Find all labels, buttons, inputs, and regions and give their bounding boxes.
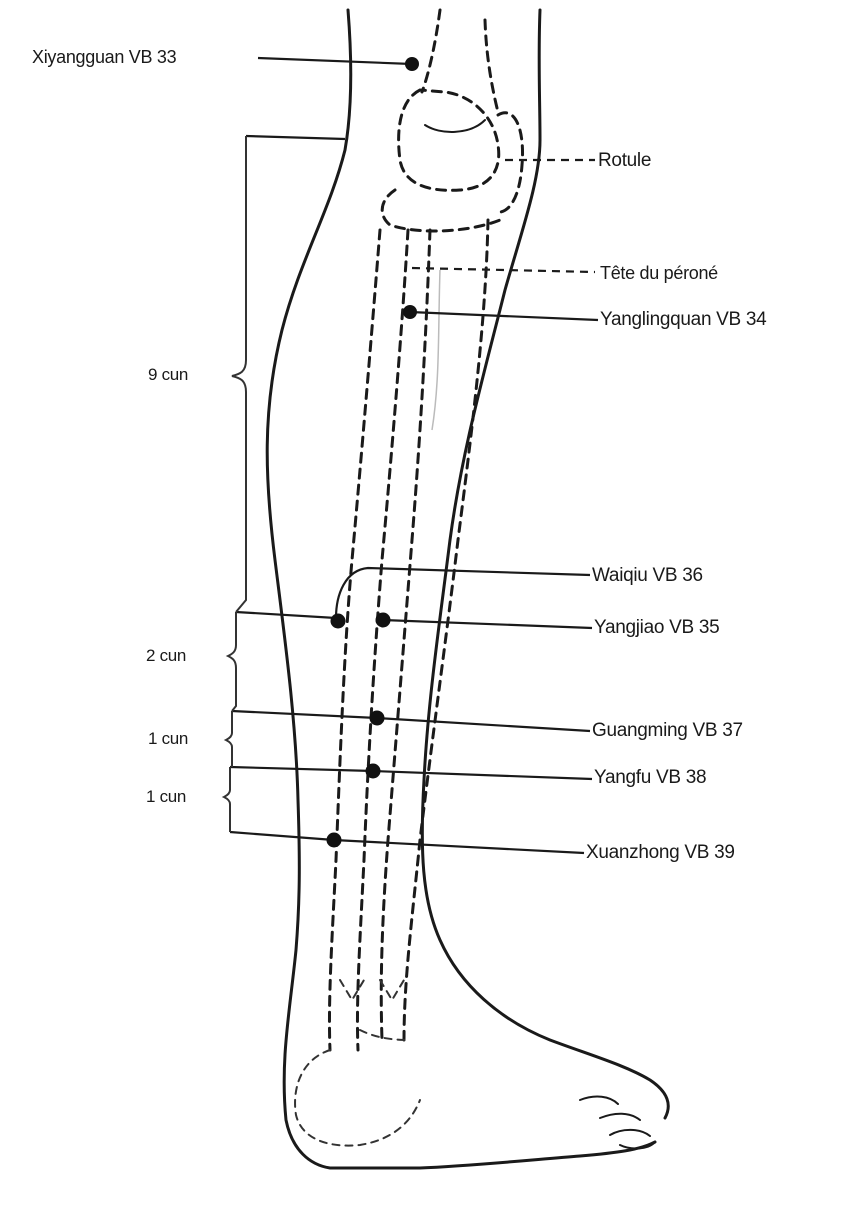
label-rotule: Rotule [598, 150, 652, 171]
bracket-2cun [225, 612, 237, 712]
label-yanglingquan: Yanglingquan VB 34 [600, 309, 767, 330]
label-tete-perone: Tête du péroné [600, 263, 718, 283]
leader-xuanzhong [333, 838, 585, 855]
leader-yanglingquan [409, 310, 599, 322]
label-waiqiu: Waiqiu VB 36 [592, 565, 703, 586]
femur-line-2 [483, 18, 500, 114]
patella-side [493, 111, 525, 214]
leader-guangming [376, 716, 591, 733]
muscle-line [431, 269, 441, 431]
point-waiqiu [330, 613, 346, 629]
measure-line-guangming [231, 709, 378, 720]
label-1cun-b: 1 cun [146, 787, 187, 806]
patella-outline [397, 88, 501, 192]
ankle-bones [294, 979, 421, 1147]
patella-inner [424, 119, 486, 133]
leader-yangfu [372, 769, 593, 781]
measure-line-xuanzhong [229, 830, 335, 842]
label-9cun: 9 cun [148, 365, 189, 384]
label-2cun: 2 cun [146, 646, 187, 665]
leader-xiyangguan [257, 56, 413, 66]
label-guangming: Guangming VB 37 [592, 720, 743, 741]
tibia-line-1 [379, 228, 432, 1042]
point-guangming [369, 710, 385, 726]
point-xuanzhong [326, 832, 342, 848]
fibula-line-1 [327, 228, 382, 1052]
leader-waiqiu [334, 566, 591, 619]
fibula-line-2 [355, 228, 410, 1052]
point-yanglingquan [403, 305, 417, 319]
leg-outline-front [420, 8, 670, 1120]
label-yangjiao: Yangjiao VB 35 [594, 617, 720, 638]
point-yangfu [365, 763, 381, 779]
leader-yangjiao [382, 618, 593, 630]
leader-tete-perone [411, 266, 596, 274]
bracket-1cun-a [223, 711, 233, 767]
label-1cun-a: 1 cun [148, 729, 189, 748]
point-yangjiao [375, 612, 391, 628]
point-xiyangguan [405, 57, 419, 71]
bracket-1cun-b [221, 767, 231, 832]
measure-line-top [245, 134, 346, 141]
measure-line-waiqiu [235, 610, 337, 620]
leg-outline-back [265, 8, 657, 1170]
label-xuanzhong: Xuanzhong VB 39 [586, 842, 735, 863]
bracket-9cun [231, 136, 247, 613]
tibia-line-2 [402, 218, 490, 1042]
label-yangfu: Yangfu VB 38 [594, 767, 707, 788]
toe-lines [579, 1095, 656, 1150]
femur-line-1 [420, 8, 442, 94]
tibia-head [380, 188, 502, 233]
label-xiyangguan: Xiyangguan VB 33 [32, 47, 177, 67]
measure-line-yangfu [229, 765, 374, 773]
